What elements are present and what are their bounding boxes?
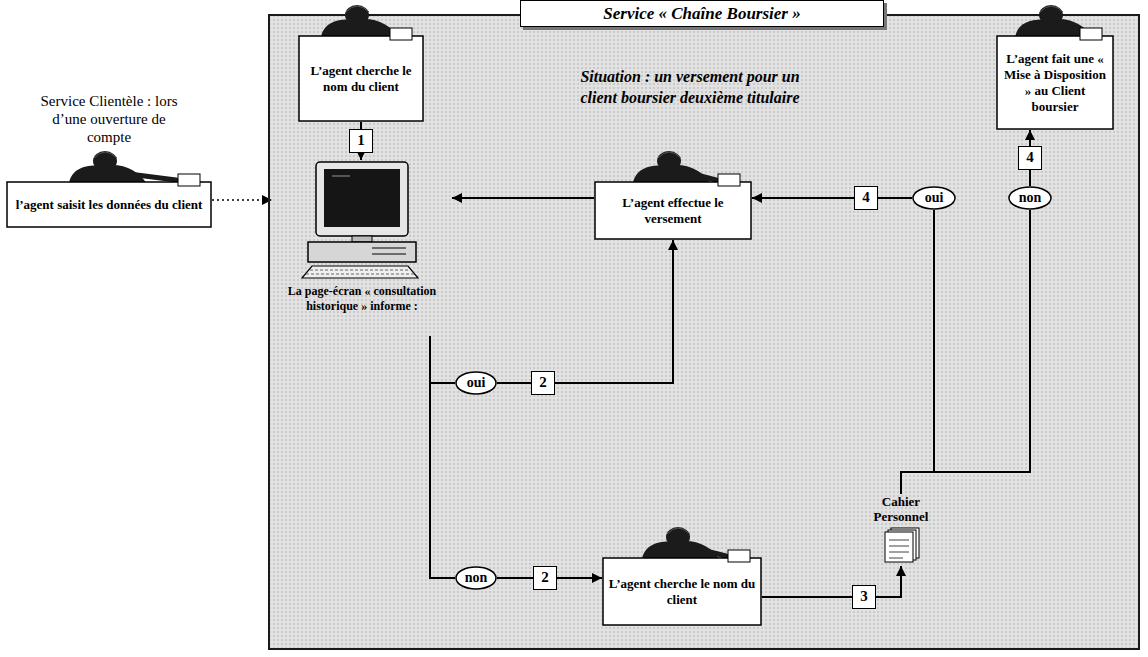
agent-figure-arm bbox=[129, 174, 176, 180]
agent-figure-hair bbox=[1040, 6, 1063, 12]
agent-desk-box: L’agent effectue le versement bbox=[594, 150, 752, 240]
agent-figure-hair bbox=[658, 152, 681, 158]
agent-desk-box: L’agent cherche le nom du client bbox=[298, 4, 424, 122]
agent-figure-head bbox=[345, 5, 369, 25]
step-number-box: 4 bbox=[854, 186, 878, 210]
step-number-box: 2 bbox=[531, 371, 555, 395]
step-number-box: 3 bbox=[852, 585, 876, 609]
step-number: 2 bbox=[532, 372, 554, 393]
agent-figure-head bbox=[657, 151, 681, 171]
decision-text: oui bbox=[455, 371, 497, 395]
step-number-box: 2 bbox=[533, 566, 557, 590]
service-panel: Service « Chaîne Boursier »L’agent cherc… bbox=[268, 14, 1140, 650]
notebook-node: Cahier Personnel bbox=[861, 494, 941, 566]
desk-paper bbox=[718, 174, 740, 186]
decision-text: oui bbox=[912, 186, 956, 210]
keyboard bbox=[302, 266, 418, 278]
flow-connector bbox=[762, 566, 901, 597]
step-number: 3 bbox=[853, 586, 875, 607]
agent-figure-head bbox=[1039, 5, 1063, 25]
dotted-connector bbox=[212, 199, 272, 201]
agent-figure-head bbox=[666, 527, 690, 547]
flow-connector bbox=[497, 240, 673, 383]
desk-box bbox=[595, 182, 751, 239]
panel-title: Service « Chaîne Boursier » bbox=[520, 0, 884, 27]
agent-text: L’agent effectue le versement bbox=[594, 195, 752, 227]
decision-oval: non bbox=[455, 566, 497, 590]
agent-figure-arm bbox=[693, 174, 716, 180]
desk-paper bbox=[728, 550, 750, 562]
computer-node: La page-écran « consultation historique … bbox=[272, 160, 452, 336]
step-number: 2 bbox=[534, 567, 556, 588]
monitor-screen bbox=[324, 169, 400, 227]
oval-outline bbox=[1009, 187, 1051, 209]
step-number: 4 bbox=[855, 187, 877, 208]
notebook-lines bbox=[889, 540, 909, 558]
oval-outline bbox=[913, 187, 955, 209]
screen-caption: La page-écran « consultation historique … bbox=[272, 284, 452, 314]
flow-connector bbox=[430, 336, 455, 578]
agent-figure-arm bbox=[702, 550, 726, 556]
decision-text: non bbox=[1008, 186, 1052, 210]
screen-glare bbox=[332, 175, 350, 177]
agent-text: L’agent cherche le nom du client bbox=[602, 576, 762, 608]
notebook-text: Cahier Personnel bbox=[861, 494, 941, 524]
flow-connector bbox=[752, 197, 912, 199]
keyboard-keys bbox=[306, 270, 414, 274]
agent-desk-box: L’agent cherche le nom du client bbox=[602, 526, 762, 626]
desk-paper bbox=[1080, 28, 1102, 40]
desk-box bbox=[997, 36, 1113, 129]
oval-outline bbox=[456, 372, 496, 394]
agent-desk-box: L’agent fait une « Mise à Disposition » … bbox=[996, 4, 1114, 130]
decision-oval: non bbox=[1008, 186, 1052, 210]
agent-text: L’agent cherche le nom du client bbox=[298, 63, 424, 95]
situation-text: Situation : un versement pour un client … bbox=[580, 66, 800, 108]
step-number-box: 1 bbox=[349, 129, 373, 153]
client-service-heading: Service Clientèle : lors d’une ouverture… bbox=[29, 92, 189, 146]
decision-oval: oui bbox=[455, 371, 497, 395]
desk-paper bbox=[178, 174, 200, 186]
agent-figure-hair bbox=[94, 152, 117, 158]
agent-figure-hair bbox=[667, 528, 690, 534]
notebook-page bbox=[885, 532, 913, 562]
desk-paper bbox=[390, 28, 412, 40]
decision-oval: oui bbox=[912, 186, 956, 210]
desk-box bbox=[7, 182, 211, 227]
decision-text: non bbox=[455, 566, 497, 590]
oval-outline bbox=[456, 567, 496, 589]
flow-connector bbox=[452, 197, 594, 199]
flow-connector bbox=[901, 210, 934, 494]
agent-text: L’agent fait une « Mise à Disposition » … bbox=[996, 51, 1114, 115]
step-number: 4 bbox=[1019, 147, 1041, 168]
situation-note: Situation : un versement pour un client … bbox=[580, 66, 800, 108]
step-number: 1 bbox=[350, 130, 372, 151]
desk-box bbox=[299, 36, 423, 121]
drive-slots bbox=[372, 248, 406, 254]
agent-text: l’agent saisit les données du client bbox=[6, 197, 212, 213]
flow-connector bbox=[901, 210, 1030, 494]
monitor-case bbox=[316, 162, 408, 236]
client-service-node: Service Clientèle : lors d’une ouverture… bbox=[6, 92, 212, 228]
desk-box bbox=[603, 558, 761, 625]
step-number-box: 4 bbox=[1018, 146, 1042, 170]
computer-unit bbox=[308, 242, 416, 262]
flow-connector bbox=[430, 336, 455, 383]
agent-figure-head bbox=[93, 151, 117, 171]
monitor-neck bbox=[352, 236, 372, 242]
agent-figure-hair bbox=[346, 6, 369, 12]
